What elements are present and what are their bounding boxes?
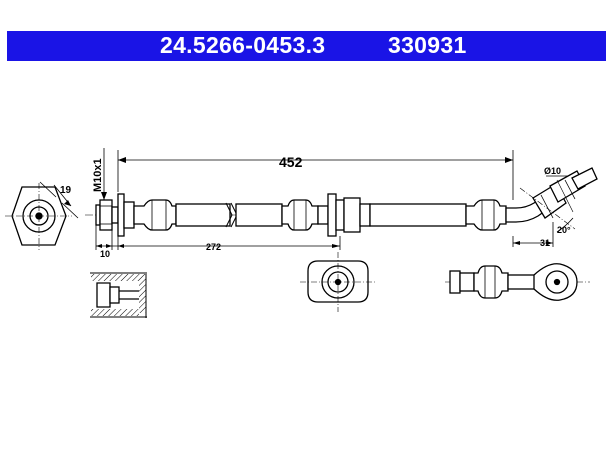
- part-number: 24.5266-0453.3: [160, 32, 326, 58]
- bottom-dimensions: [95, 225, 341, 250]
- total-length-dimension: [117, 150, 514, 200]
- bend-angle-label: 20°: [557, 225, 571, 235]
- reference-number: 330931: [388, 32, 467, 58]
- outlet-dimensions: [512, 175, 574, 247]
- thread-dimension: [101, 148, 107, 200]
- total-length-label: 452: [279, 154, 303, 170]
- thread-label: M10x1: [92, 158, 104, 192]
- bracket-position-label: 272: [206, 242, 221, 252]
- wrench-size-label: 19: [60, 185, 72, 196]
- bracket-end-view: [300, 252, 376, 312]
- section-view: [90, 272, 147, 318]
- left-hex-end-view: [5, 181, 79, 250]
- brake-hose: [85, 193, 546, 237]
- bend-offset-label: 31: [540, 238, 550, 248]
- angled-end-fitting: [519, 167, 598, 230]
- title-banner: 24.5266-0453.3 330931: [7, 31, 606, 61]
- banjo-end-view: [445, 263, 590, 301]
- end-length-label: 10: [100, 249, 110, 259]
- outlet-diameter-label: Ø10: [544, 166, 561, 176]
